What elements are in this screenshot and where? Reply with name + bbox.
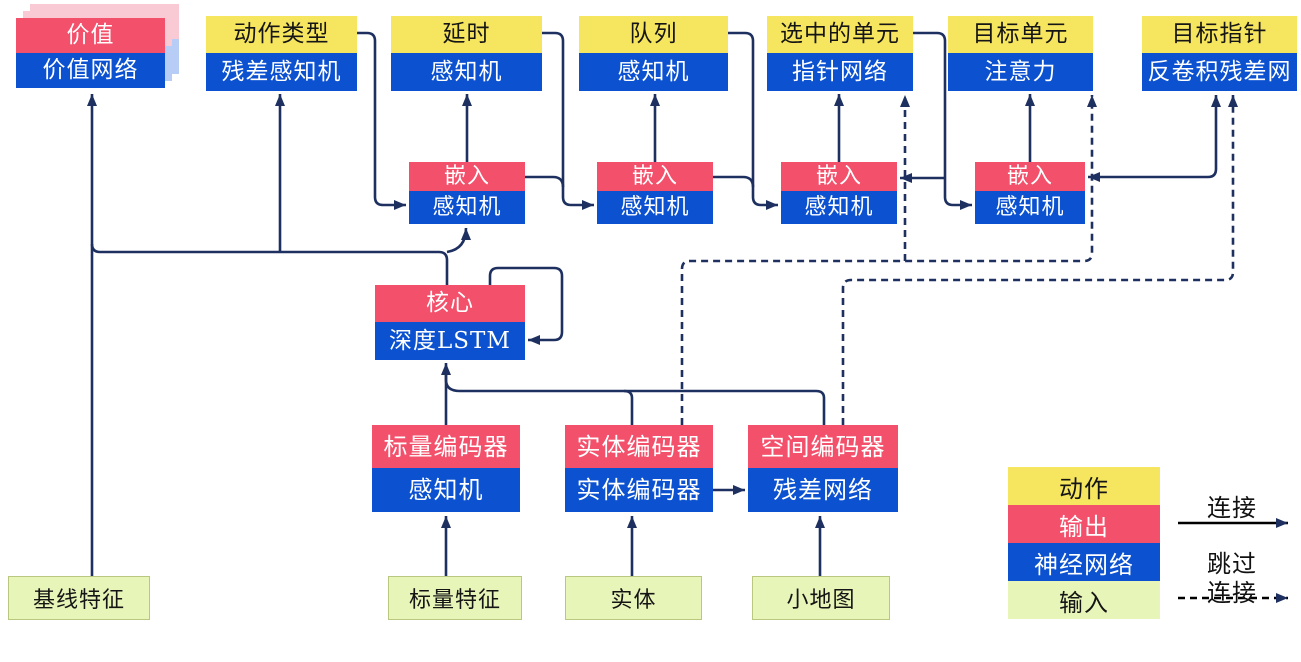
node-delay-header: 延时 — [391, 16, 542, 53]
node-value-body: 价值网络 — [16, 53, 165, 88]
node-action_type: 动作类型残差感知机 — [206, 16, 357, 91]
node-queued-body: 感知机 — [579, 53, 728, 91]
node-scalar_features: 标量特征 — [388, 576, 522, 620]
node-core: 核心深度LSTM — [375, 285, 525, 360]
edge-core-self-loop — [488, 266, 564, 345]
node-target_unit-header: 目标单元 — [948, 16, 1093, 53]
edge-emb1-merge — [525, 175, 565, 188]
node-delay: 延时感知机 — [391, 16, 542, 91]
legend-swatch-action: 动作 — [1008, 467, 1160, 505]
edge-core-up-trunk — [90, 243, 449, 285]
node-core-header: 核心 — [375, 285, 525, 322]
node-emb2: 嵌入感知机 — [597, 162, 713, 224]
node-entity_encoder-header: 实体编码器 — [565, 425, 713, 468]
node-baseline_features: 基线特征 — [8, 576, 150, 620]
node-value: 价值价值网络 — [16, 4, 179, 88]
node-selected_units: 选中的单元指针网络 — [767, 16, 913, 91]
node-scalar_encoder-header: 标量编码器 — [372, 425, 520, 468]
node-emb4-header: 嵌入 — [975, 162, 1085, 191]
node-target_unit: 目标单元注意力 — [948, 16, 1093, 91]
edge-emb4-to-target-point — [1088, 95, 1221, 182]
edge-action-type-to-emb1 — [357, 31, 406, 210]
node-selected_units-header: 选中的单元 — [767, 16, 913, 53]
node-target_unit-body: 注意力 — [948, 53, 1093, 91]
node-entity_encoder: 实体编码器实体编码器 — [565, 425, 713, 512]
edge-encoders-merge — [444, 368, 826, 425]
node-emb1: 嵌入感知机 — [409, 162, 525, 224]
node-spatial_encoder-body: 残差网络 — [748, 468, 898, 512]
node-spatial_encoder: 空间编码器残差网络 — [748, 425, 898, 512]
edge-queued-to-emb3 — [728, 31, 778, 210]
node-entity_encoder-body: 实体编码器 — [565, 468, 713, 512]
node-emb3-body: 感知机 — [781, 191, 897, 224]
node-emb2-header: 嵌入 — [597, 162, 713, 191]
node-entities: 实体 — [565, 576, 702, 620]
node-target_point: 目标指针反卷积残差网 — [1142, 16, 1297, 91]
node-action_type-body: 残差感知机 — [206, 53, 357, 91]
node-value-header: 价值 — [16, 18, 165, 53]
node-action_type-header: 动作类型 — [206, 16, 357, 53]
node-target_point-body: 反卷积残差网 — [1142, 53, 1297, 91]
node-spatial_encoder-header: 空间编码器 — [748, 425, 898, 468]
node-target_point-header: 目标指针 — [1142, 16, 1297, 53]
node-minimap: 小地图 — [752, 576, 890, 620]
legend: 动作 输出 神经网络 输入 — [1008, 467, 1160, 619]
node-emb1-header: 嵌入 — [409, 162, 525, 191]
node-selected_units-body: 指针网络 — [767, 53, 913, 91]
legend-dashed-arrow-label-line1: 跳过 — [1207, 550, 1257, 578]
node-emb4-body: 感知机 — [975, 191, 1085, 224]
legend-dashed-arrow-label-line2: 连接 — [1207, 579, 1257, 607]
node-scalar_encoder-body: 感知机 — [372, 468, 520, 512]
edge-entity-encoder-stub — [623, 389, 634, 425]
node-delay-body: 感知机 — [391, 53, 542, 91]
node-emb4: 嵌入感知机 — [975, 162, 1085, 224]
node-emb3-header: 嵌入 — [781, 162, 897, 191]
node-emb3: 嵌入感知机 — [781, 162, 897, 224]
edge-emb2-merge — [713, 175, 755, 188]
legend-swatch-nn: 神经网络 — [1008, 543, 1160, 581]
node-emb1-body: 感知机 — [409, 191, 525, 224]
node-core-body: 深度LSTM — [375, 322, 525, 360]
edge-selected-units-to-emb4 — [913, 31, 972, 210]
legend-solid-arrow-label: 连接 — [1207, 494, 1257, 522]
node-emb2-body: 感知机 — [597, 191, 713, 224]
legend-swatch-output: 输出 — [1008, 505, 1160, 543]
skip-entity-encoder-to-target-unit — [680, 95, 1097, 425]
edge-core-to-emb1 — [446, 227, 471, 254]
legend-swatch-input: 输入 — [1008, 581, 1160, 619]
edge-delay-to-emb2 — [542, 31, 594, 210]
node-scalar_encoder: 标量编码器感知机 — [372, 425, 520, 512]
node-queued-header: 队列 — [579, 16, 728, 53]
skip-spatial-encoder-to-target-point — [841, 95, 1238, 425]
node-queued: 队列感知机 — [579, 16, 728, 91]
